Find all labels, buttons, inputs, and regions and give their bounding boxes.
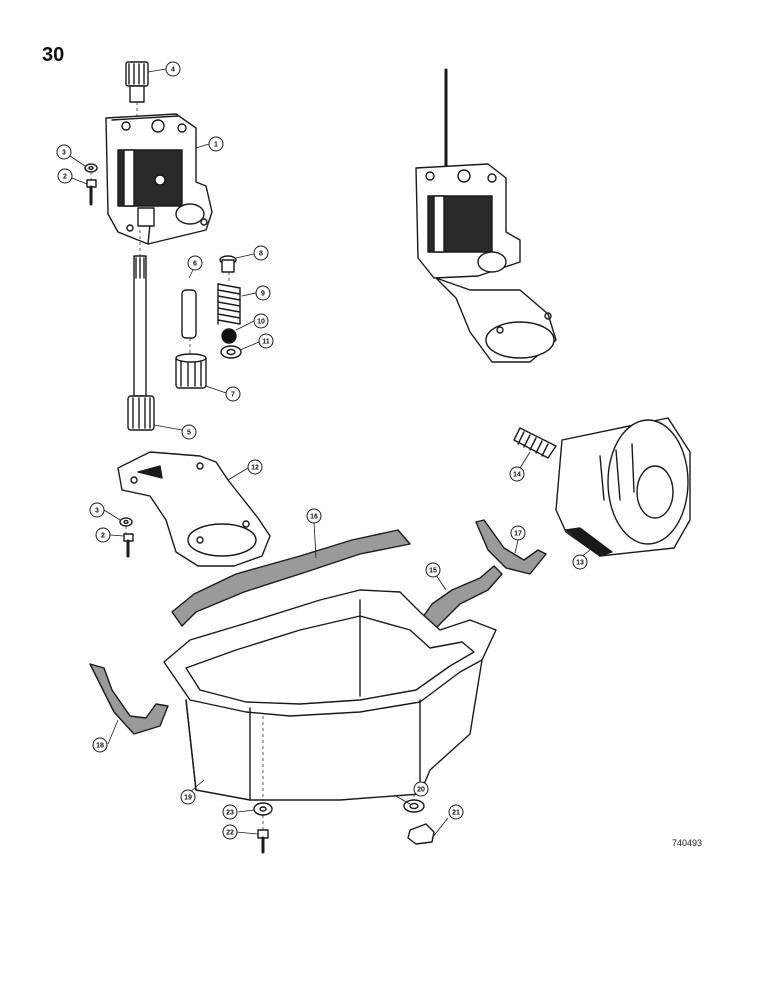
part-17-end-seal [475,519,547,575]
part-13-oil-filter [555,417,691,557]
callout-23: 23 [222,804,238,820]
callout-1: 1 [208,136,224,152]
callout-number: 2 [101,533,105,540]
page-number: 30 [42,44,65,66]
callout-8: 8 [253,245,269,261]
callout-number: 3 [62,150,66,157]
callout-number: 20 [417,787,425,794]
callout-number: 11 [262,339,270,346]
callout-6: 6 [187,255,203,271]
callout-5: 5 [181,424,197,440]
callout-number: 7 [231,392,235,399]
callout-number: 4 [171,67,175,74]
callout-3-lower: 3 [89,502,105,518]
part-19-oil-pan [163,589,497,801]
callout-11: 11 [258,333,274,349]
part-18-end-seal [89,663,169,735]
part-10-ball [221,328,237,344]
assembled-oil-pump [415,68,557,363]
callout-2-lower: 2 [95,527,111,543]
callout-number: 10 [257,319,265,326]
part-4-drive-fitting [125,61,149,103]
callout-10: 10 [253,313,269,329]
callout-17: 17 [510,525,526,541]
callout-number: 19 [184,795,192,802]
callout-number: 3 [95,508,99,515]
callout-number: 14 [513,472,521,479]
callout-number: 21 [452,810,460,817]
callout-number: 1 [214,142,218,149]
part-1-pump-body [105,113,213,245]
part-2-bolt-upper [86,179,97,206]
callout-12: 12 [247,459,263,475]
callout-3-upper: 3 [56,144,72,160]
callout-18: 18 [92,737,108,753]
callout-22: 22 [222,824,238,840]
callout-number: 6 [193,261,197,268]
callout-9: 9 [255,285,271,301]
callout-number: 5 [187,430,191,437]
callout-4: 4 [165,61,181,77]
part-7-idler-gear [175,353,207,389]
callout-number: 23 [226,810,234,817]
callout-number: 13 [576,560,584,567]
callout-number: 9 [261,291,265,298]
part-20-drain-gasket [403,799,425,813]
part-3-washer-lower [119,517,133,527]
figure-id: 740493 [672,838,703,848]
part-22-bolt [257,829,269,854]
callout-15: 15 [425,562,441,578]
callout-number: 16 [310,514,318,521]
callout-13: 13 [572,554,588,570]
callout-number: 8 [259,251,263,258]
callout-19: 19 [180,789,196,805]
callout-number: 2 [63,174,67,181]
part-21-drain-plug [407,823,435,845]
callout-number: 15 [429,568,437,575]
part-8-plug [219,255,237,273]
callout-number: 18 [96,743,104,750]
part-16-side-gasket [171,529,411,627]
part-9-spring [217,283,241,325]
callout-16: 16 [306,508,322,524]
callout-20: 20 [413,781,429,797]
part-5-drive-shaft [127,255,155,431]
callout-2-upper: 2 [57,168,73,184]
part-2-bolt-lower [123,533,134,558]
callout-21: 21 [448,804,464,820]
callout-7: 7 [225,386,241,402]
part-6-idler-shaft [181,289,197,339]
part-14-filter-nipple [513,427,557,459]
callout-14: 14 [509,466,525,482]
part-11-seat [220,345,242,359]
callout-number: 12 [251,465,259,472]
callout-number: 17 [514,531,522,538]
callout-number: 22 [226,830,234,837]
part-12-pickup-cover [117,451,271,567]
part-23-washer [253,802,273,816]
part-3-washer-upper [84,163,98,173]
